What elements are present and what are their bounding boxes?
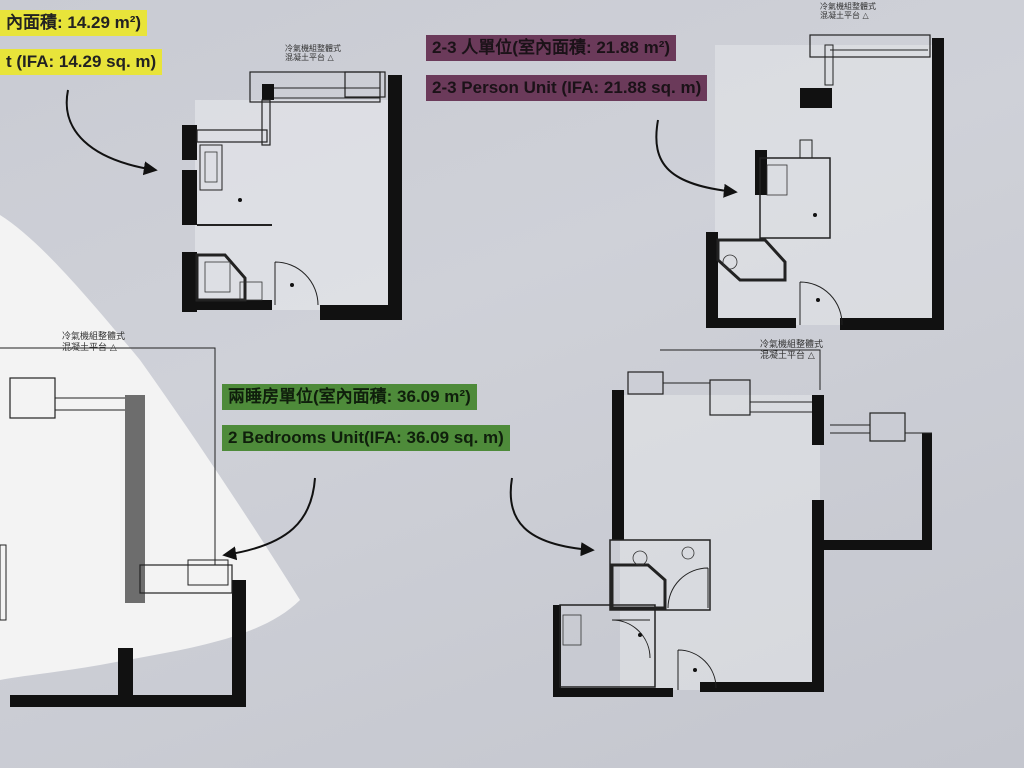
glare-area: [0, 215, 300, 680]
two-three-person-ac-note: 冷氣機組整體式 混凝土平台 △: [820, 2, 876, 20]
studio-ac-note-line2: 混凝土平台 △: [285, 53, 334, 62]
two-three-person-title-zh: 2-3 人單位(室內面積: 21.88 m²): [426, 35, 677, 61]
two-bedroom-ac-note: 冷氣機組整體式 混凝土平台 △: [760, 340, 823, 362]
studio-ac-note: 冷氣機組整體式 混凝土平台 △: [285, 44, 341, 62]
two-bedroom-title-zh: 兩睡房單位(室內面積: 36.09 m²): [222, 384, 477, 410]
two-bedroom-ac-note-line2: 混凝土平台 △: [760, 351, 815, 361]
left-fragment-ac-note-line1: 冷氣機組整體式: [62, 332, 126, 342]
left-fragment-ac-note: 冷氣機組整體式 混凝土平台 △: [62, 332, 125, 354]
left-fragment-ac-note-line2: 混凝土平台 △: [62, 343, 117, 353]
studio-ac-note-line1: 冷氣機組整體式: [285, 44, 341, 53]
studio-title-en: t (IFA: 14.29 sq. m): [0, 49, 163, 75]
two-three-person-ac-note-line2: 混凝土平台 △: [820, 11, 869, 20]
two-three-person-ac-note-line1: 冷氣機組整體式: [820, 2, 876, 11]
two-three-person-floor-plan: [655, 34, 944, 330]
two-bedroom-floor-plan: [509, 349, 932, 697]
two-three-person-title-en: 2-3 Person Unit (IFA: 21.88 sq. m): [426, 75, 708, 101]
studio-title-zh: 內面積: 14.29 m²): [0, 10, 148, 36]
partial-floor-plan-left: [0, 347, 316, 707]
two-bedroom-title-en: 2 Bedrooms Unit(IFA: 36.09 sq. m): [222, 425, 510, 451]
two-bedroom-ac-note-line1: 冷氣機組整體式: [760, 340, 824, 350]
studio-floor-plan: [65, 71, 402, 320]
